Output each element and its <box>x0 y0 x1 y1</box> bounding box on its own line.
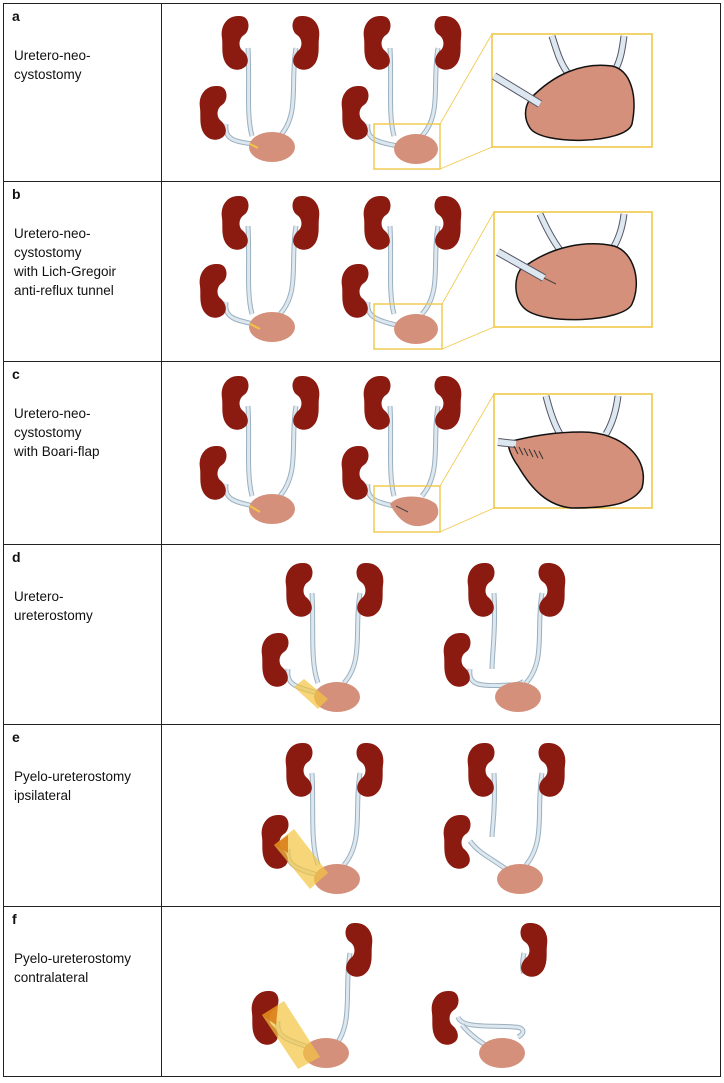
panel-caption: Uretero- ureterostomy <box>14 588 93 623</box>
panel-letter: d <box>12 548 21 565</box>
kidney-icon <box>434 196 462 251</box>
zoom-inset <box>491 33 653 148</box>
kidney-icon <box>285 743 313 798</box>
figure-cell <box>161 181 721 362</box>
kidney-icon <box>363 196 391 251</box>
urinary-system-before <box>251 922 373 1069</box>
urinary-system-after <box>341 375 495 533</box>
bladder-icon <box>394 134 438 164</box>
bladder-icon <box>249 132 295 162</box>
row-c: c Uretero-neo- cystostomy with Boari-fla… <box>3 360 721 545</box>
label-cell: b Uretero-neo- cystostomy with Lich-Greg… <box>3 181 162 362</box>
kidney-icon <box>341 264 369 319</box>
panel-letter: e <box>12 729 20 746</box>
bladder-icon <box>497 864 543 895</box>
label-cell: f Pyelo-ureterostomy contralateral <box>3 905 162 1078</box>
kidney-icon <box>363 375 391 430</box>
kidney-icon <box>199 86 227 140</box>
bladder-icon <box>495 681 541 712</box>
zoom-region <box>373 123 441 170</box>
kidney-icon <box>467 562 495 617</box>
kidney-icon <box>520 922 548 977</box>
kidney-icon <box>363 16 391 70</box>
kidney-icon <box>261 632 289 687</box>
bladder-icon <box>249 493 295 524</box>
row-d: d Uretero- ureterostomy <box>3 543 721 726</box>
panel-e-illustration <box>261 743 566 895</box>
kidney-icon <box>292 196 320 251</box>
panel-b-illustration <box>199 196 653 351</box>
anastomosis-highlight <box>294 678 328 709</box>
kidney-icon <box>434 375 462 430</box>
bladder-icon <box>479 1037 525 1068</box>
label-cell: d Uretero- ureterostomy <box>3 543 162 726</box>
row-e: e Pyelo-ureterostomy ipsilateral <box>3 724 721 907</box>
urinary-system-after <box>341 16 493 170</box>
urinary-system-before <box>261 743 384 895</box>
urinary-system-before <box>199 375 320 524</box>
figure-cell <box>161 2 721 183</box>
urinary-system-before <box>199 16 320 162</box>
panel-letter: a <box>12 8 20 24</box>
urinary-system-after <box>341 196 495 351</box>
zoom-region <box>373 303 443 351</box>
panel-caption: Uretero-neo- cystostomy <box>14 48 91 82</box>
figure-cell <box>161 360 721 545</box>
kidney-icon <box>345 922 373 977</box>
kidney-icon <box>467 743 495 798</box>
kidney-icon <box>356 743 384 798</box>
kidney-icon <box>221 196 249 251</box>
bladder-icon <box>394 314 438 345</box>
panel-caption: Pyelo-ureterostomy ipsilateral <box>14 769 132 804</box>
panel-caption: Uretero-neo- cystostomy with Boari-flap <box>14 405 100 459</box>
label-cell: c Uretero-neo- cystostomy with Boari-fla… <box>3 360 162 545</box>
panel-caption: Pyelo-ureterostomy contralateral <box>14 950 132 985</box>
kidney-icon <box>356 562 384 617</box>
urinary-system-after <box>443 562 566 712</box>
figure-cell <box>161 543 721 726</box>
kidney-icon <box>341 86 369 140</box>
bladder-icon <box>314 681 360 712</box>
panel-caption: Uretero-neo- cystostomy with Lich-Gregoi… <box>14 226 117 299</box>
urinary-system-before <box>261 562 384 712</box>
urinary-system-before <box>199 196 320 343</box>
figure-cell <box>161 905 721 1078</box>
zoom-inset <box>493 392 653 509</box>
row-f: f Pyelo-ureterostomy contralateral <box>3 905 721 1078</box>
panel-d-illustration <box>261 562 566 712</box>
kidney-icon <box>292 375 320 430</box>
kidney-icon <box>341 445 369 500</box>
kidney-icon <box>199 264 227 319</box>
panel-letter: c <box>12 365 20 382</box>
urinary-system-after <box>431 922 548 1068</box>
kidney-icon <box>431 990 459 1045</box>
panel-letter: f <box>12 910 17 927</box>
kidney-icon <box>538 743 566 798</box>
row-a: a Uretero-neo- cystostomy <box>3 2 721 183</box>
panel-a-illustration <box>199 16 653 170</box>
figure-cell <box>161 724 721 907</box>
label-cell: a Uretero-neo- cystostomy <box>3 2 162 183</box>
label-cell: e Pyelo-ureterostomy ipsilateral <box>3 724 162 907</box>
bladder-icon <box>249 312 295 343</box>
kidney-icon <box>221 16 249 70</box>
bladder-icon <box>390 496 439 526</box>
panel-f-illustration <box>251 922 548 1069</box>
panel-letter: b <box>12 186 21 203</box>
urinary-system-after <box>443 743 566 895</box>
figure-table: a Uretero-neo- cystostomy <box>3 2 721 1078</box>
kidney-icon <box>221 375 249 430</box>
kidney-icon <box>434 16 462 70</box>
kidney-icon <box>443 815 471 870</box>
kidney-icon <box>538 562 566 617</box>
kidney-icon <box>199 445 227 500</box>
kidney-icon <box>285 562 313 617</box>
panel-c-illustration <box>199 375 653 533</box>
zoom-inset <box>493 211 653 329</box>
bladder-icon <box>303 1037 349 1068</box>
kidney-icon <box>292 16 320 70</box>
zoom-region <box>373 484 441 533</box>
kidney-icon <box>443 632 471 687</box>
row-b: b Uretero-neo- cystostomy with Lich-Greg… <box>3 181 721 362</box>
